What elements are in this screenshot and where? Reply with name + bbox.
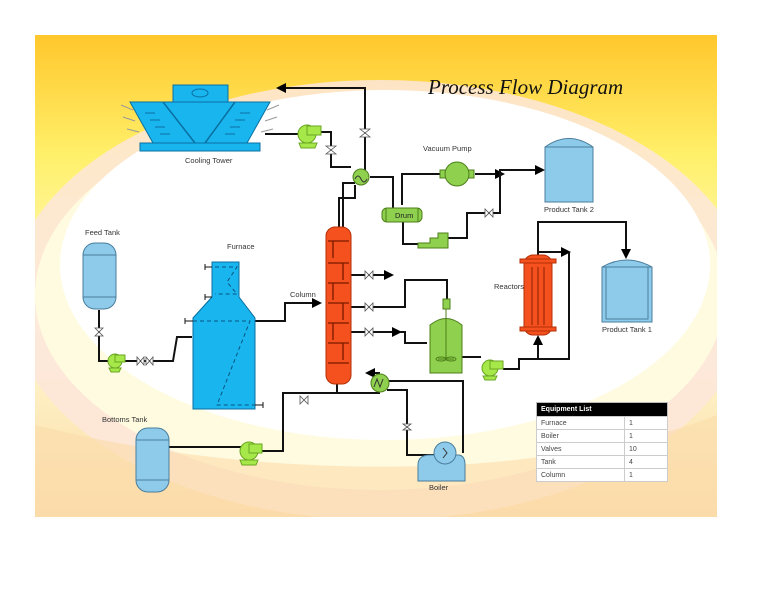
reboiler[interactable] <box>370 373 390 393</box>
seal-leg[interactable] <box>417 232 449 249</box>
valve-icon[interactable] <box>484 208 494 218</box>
feed-pump[interactable] <box>107 353 126 373</box>
feed-tank[interactable] <box>82 242 117 310</box>
valve-icon[interactable] <box>358 128 372 138</box>
cooling-tower-label: Cooling Tower <box>185 156 233 165</box>
valve-icon[interactable] <box>401 423 413 431</box>
boiler-label: Boiler <box>429 483 449 492</box>
valve-icon[interactable] <box>364 302 374 312</box>
distillation-column[interactable] <box>325 226 352 385</box>
equipment-count: 1 <box>624 429 668 443</box>
valve-icon[interactable] <box>364 270 374 280</box>
column-label: Column <box>290 290 316 299</box>
page-title: Process Flow Diagram <box>428 75 624 99</box>
valves <box>94 128 494 431</box>
equipment-name: Boiler <box>536 429 625 443</box>
furnace[interactable] <box>184 261 264 410</box>
equipment-count: 1 <box>624 468 668 482</box>
valve-icon[interactable] <box>94 327 104 337</box>
equipment-count: 10 <box>624 442 668 456</box>
vacuum-pump[interactable] <box>439 161 475 187</box>
background-bottom-band <box>35 415 717 517</box>
valve-icon[interactable] <box>136 355 145 367</box>
reactors-label: Reactors <box>494 282 525 291</box>
valve-icon[interactable] <box>324 145 338 155</box>
valve-icon[interactable] <box>299 395 309 405</box>
bottoms-tank-label: Bottoms Tank <box>102 415 148 424</box>
equipment-name: Column <box>536 468 625 482</box>
equipment-name: Tank <box>536 455 625 469</box>
reactor[interactable] <box>519 254 557 336</box>
equipment-name: Valves <box>536 442 625 456</box>
product-tank-1-label: Product Tank 1 <box>602 325 652 334</box>
product-tank-2-label: Product Tank 2 <box>544 205 594 214</box>
equipment-name: Furnace <box>536 416 625 430</box>
valve-icon[interactable] <box>364 327 374 337</box>
equipment-count: 4 <box>624 455 668 469</box>
drum[interactable] <box>381 207 423 223</box>
boiler[interactable] <box>417 441 466 482</box>
reactor-pump[interactable] <box>481 359 504 381</box>
vacuum-pump-label: Vacuum Pump <box>423 144 472 153</box>
valve-icon[interactable] <box>145 355 154 367</box>
bottoms-tank[interactable] <box>135 427 170 493</box>
equipment-count: 1 <box>624 416 668 430</box>
fan-icon <box>191 88 209 98</box>
cooling-tower[interactable] <box>120 84 280 152</box>
heat-exchanger-top[interactable] <box>352 168 370 186</box>
cooling-tower-fan-housing <box>172 84 229 103</box>
stirred-tank[interactable] <box>429 298 463 374</box>
product-tank-1[interactable] <box>601 259 653 323</box>
cooling-pump[interactable] <box>297 124 322 149</box>
feed-tank-label: Feed Tank <box>85 228 120 237</box>
slide: Process Flow Diagram Cooling Tower Vacuu… <box>35 35 717 517</box>
product-tank-2[interactable] <box>544 138 594 203</box>
bottoms-pump[interactable] <box>239 441 263 466</box>
furnace-label: Furnace <box>227 242 255 251</box>
drum-label: Drum <box>395 211 414 220</box>
equipment-list-header: Equipment List <box>536 402 668 417</box>
